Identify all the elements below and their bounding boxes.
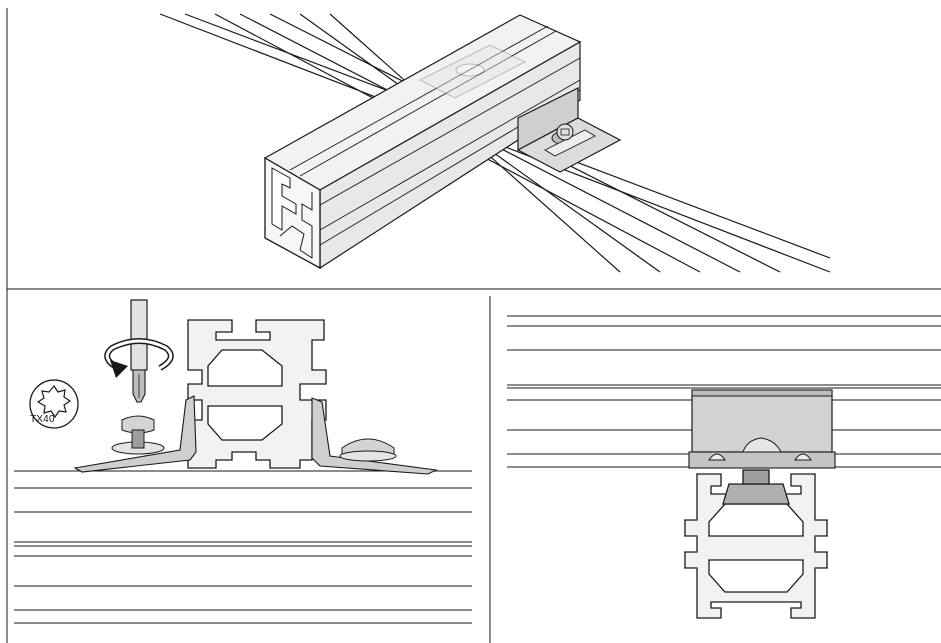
angle-bracket	[516, 87, 622, 173]
cross-section-tightening-view	[14, 299, 472, 624]
right-bracket	[311, 397, 438, 475]
profile-cross-section	[187, 319, 327, 469]
top-profile-beam	[263, 14, 582, 270]
rotation-arrow-icon	[104, 338, 174, 378]
screwdriver-icon	[130, 299, 148, 403]
profile-end-section	[684, 469, 828, 619]
isometric-assembly-view	[159, 13, 831, 273]
torx-bit-icon	[29, 379, 79, 429]
clamp-bracket	[688, 389, 836, 469]
end-view-clamped-profile	[507, 315, 941, 619]
tool-size-label: TX40	[30, 414, 55, 425]
ghost-bracket	[418, 44, 527, 99]
left-bracket	[73, 395, 197, 473]
base-profile-lines	[14, 470, 472, 624]
